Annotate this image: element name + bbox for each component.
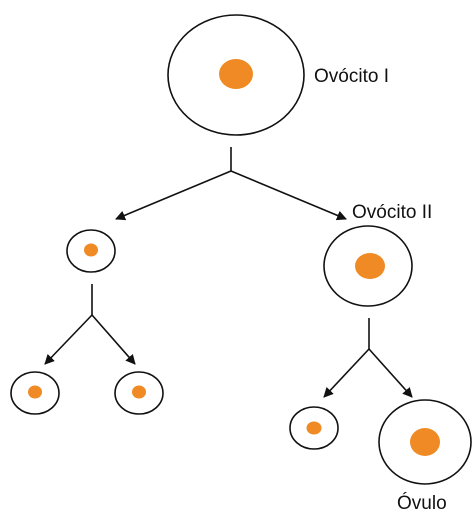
second-division-connector xyxy=(323,318,413,398)
second-polar-body-nucleus xyxy=(306,421,322,435)
arrow-to-right-polar-body xyxy=(91,314,136,365)
primary-oocyte-nucleus xyxy=(219,59,253,89)
arrow-to-left-polar-body xyxy=(44,314,93,365)
polar-body-left-nucleus xyxy=(28,385,42,399)
primary-oocyte-cell xyxy=(167,14,305,136)
arrow-to-first-polar-body xyxy=(115,170,232,221)
polar-body-right-cell xyxy=(114,371,164,415)
polar-body-division-connector xyxy=(44,284,136,365)
second-polar-body-cell xyxy=(289,406,339,450)
first-division-connector xyxy=(115,147,347,221)
secondary-oocyte-nucleus xyxy=(355,253,385,279)
arrow-to-secondary-oocyte xyxy=(230,170,347,221)
ovum-nucleus xyxy=(410,428,440,456)
ovum-label: Óvulo xyxy=(397,493,447,514)
polar-body-right-nucleus xyxy=(132,385,146,399)
secondary-oocyte-cell xyxy=(323,225,413,307)
primary-oocyte-label: Ovócito I xyxy=(314,66,389,87)
arrow-to-ovum xyxy=(368,348,413,398)
ovum-cell xyxy=(378,399,472,485)
secondary-oocyte-label: Ovócito II xyxy=(352,202,433,223)
polar-body-left-cell xyxy=(10,371,60,415)
first-polar-body-nucleus xyxy=(84,243,98,257)
arrow-to-second-polar-body xyxy=(323,348,370,398)
first-polar-body-cell xyxy=(66,229,116,273)
